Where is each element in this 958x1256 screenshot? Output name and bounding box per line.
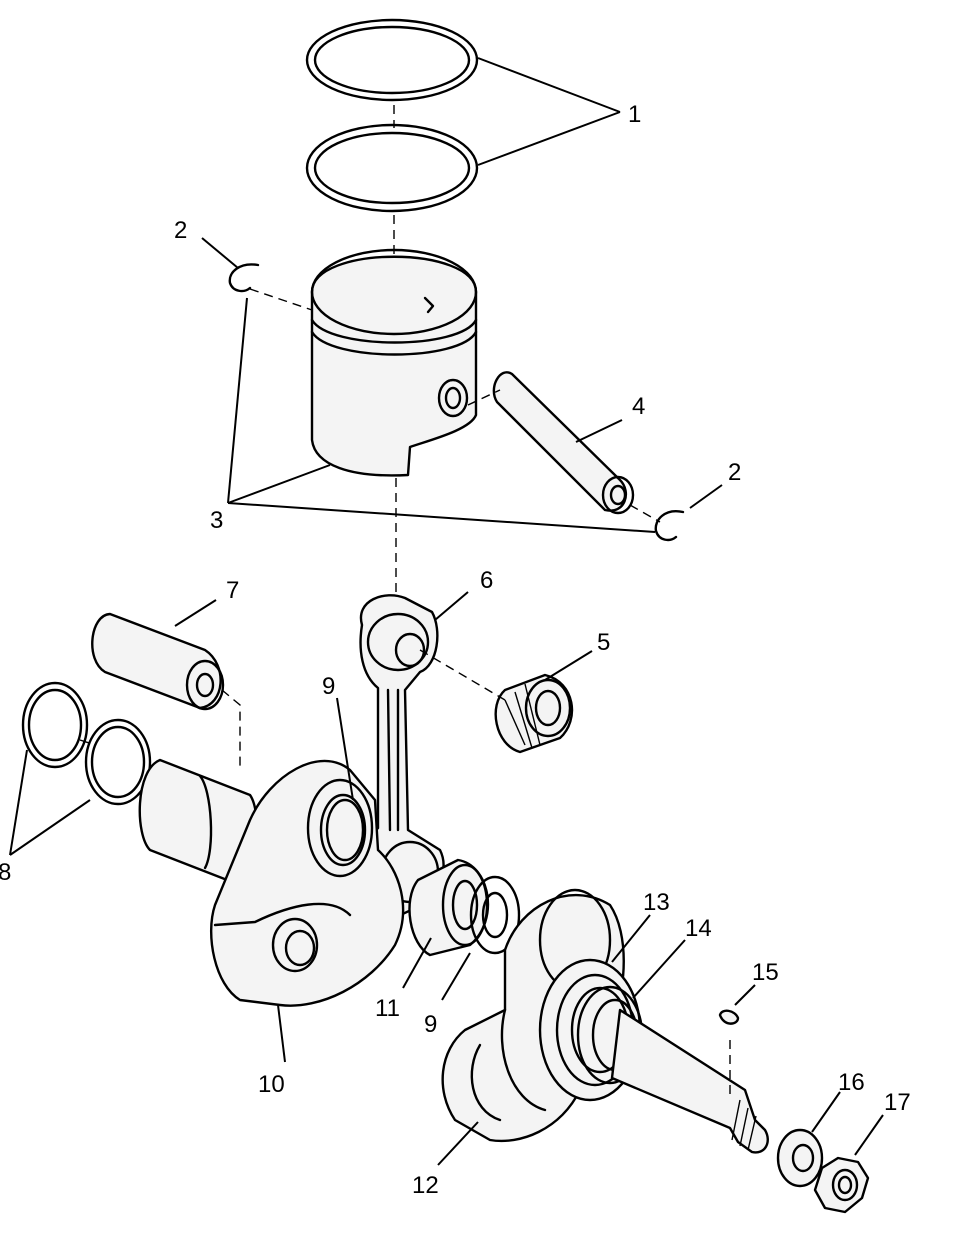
wrist-pin (492, 371, 635, 515)
callout-8: 8 (0, 859, 11, 886)
callout-17: 17 (884, 1089, 911, 1116)
axis-pin-right (629, 504, 661, 523)
callout-11: 11 (375, 995, 400, 1022)
piston-ring-second (305, 123, 479, 213)
callout-9-upper: 9 (322, 673, 335, 700)
callout-3: 3 (210, 507, 223, 534)
axis-pin-middle (467, 389, 501, 406)
seal-ring-outer (21, 681, 89, 769)
callout-2-right: 2 (728, 459, 741, 486)
callout-4: 4 (632, 393, 645, 420)
thrust-washer-right (469, 875, 521, 955)
callout-6: 6 (480, 567, 493, 594)
callout-2-left: 2 (174, 217, 187, 244)
callout-12: 12 (412, 1172, 439, 1199)
axis-crank-pin (221, 689, 241, 770)
callout-13: 13 (643, 889, 670, 916)
callout-10: 10 (258, 1071, 285, 1098)
callout-labels: 1 2 2 3 4 5 6 7 8 9 9 10 11 12 13 14 15 … (0, 101, 911, 1199)
axis-pin-left (249, 288, 313, 311)
leader-lines (9, 57, 884, 1166)
axis-seals (79, 739, 96, 746)
callout-7: 7 (226, 577, 239, 604)
circlip-right (654, 510, 685, 542)
crank-pin (91, 612, 225, 711)
woodruff-key (718, 1009, 740, 1025)
crankshaft-half-left (138, 758, 405, 1007)
thrust-washer-left (319, 793, 367, 867)
piston (310, 248, 478, 477)
nut (813, 1156, 870, 1214)
seal-ring-inner (84, 718, 152, 806)
callout-1: 1 (628, 101, 641, 128)
callout-14: 14 (685, 915, 712, 942)
axis-rod-bearing (419, 649, 506, 701)
needle-bearing-small (494, 673, 574, 754)
callout-15: 15 (752, 959, 779, 986)
circlip-left (228, 263, 260, 293)
callout-9-lower: 9 (424, 1011, 437, 1038)
callout-16: 16 (838, 1069, 865, 1096)
piston-ring-top (305, 18, 479, 102)
taper-shaft (610, 1008, 769, 1154)
washer (776, 1128, 824, 1188)
main-bearing-11 (408, 858, 490, 957)
callout-5: 5 (597, 629, 610, 656)
